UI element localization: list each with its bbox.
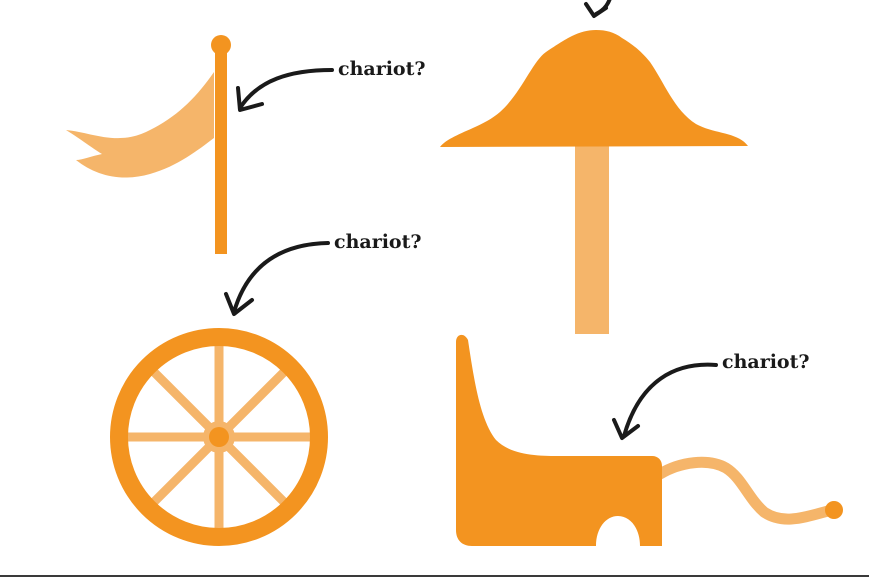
cart-shaft-end <box>825 501 843 519</box>
label-cart: chariot? <box>722 351 810 373</box>
arrow-to-parasol <box>586 0 612 16</box>
cart-body <box>456 335 662 546</box>
parasol-pole <box>575 142 609 334</box>
flag-pole-finial <box>211 35 231 55</box>
flag-pole <box>215 46 227 254</box>
label-flag: chariot? <box>338 58 426 80</box>
flag-illustration <box>66 35 231 254</box>
cart-shaft <box>660 462 832 519</box>
bottom-divider <box>0 575 869 577</box>
parasol-canopy <box>440 30 748 147</box>
flag-banner <box>66 72 214 178</box>
parasol-illustration <box>440 30 748 334</box>
label-wheel: chariot? <box>334 231 422 253</box>
arrow-to-wheel <box>226 243 328 314</box>
arrow-to-flag <box>238 70 332 110</box>
arrow-to-cart <box>614 365 716 438</box>
wheel-hub <box>209 427 229 447</box>
wheel-illustration <box>119 337 319 537</box>
